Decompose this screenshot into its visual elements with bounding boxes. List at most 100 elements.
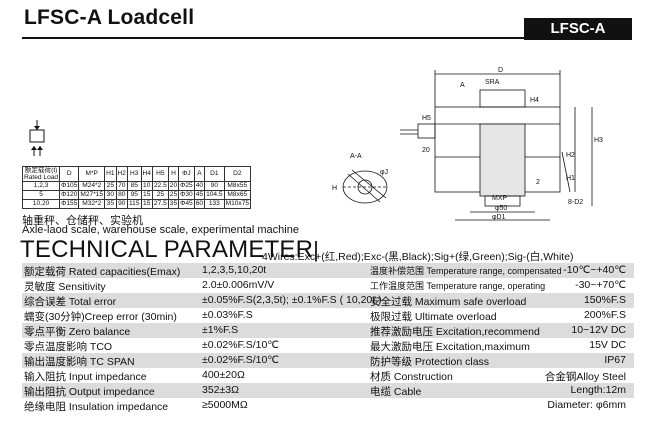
label-d: D — [498, 67, 503, 74]
load-direction-icon — [29, 120, 45, 156]
table-cell: M10x75 — [223, 199, 252, 209]
param-label: 温度补偿范围 Temperature range, compensated — [370, 264, 562, 277]
table-cell: Φ45 — [178, 199, 195, 209]
table-cell: 104.5 — [204, 190, 225, 200]
param-value: -30~+70℃ — [575, 279, 626, 291]
param-row: 综合误差 Total error ±0.05%F.S(2,3,5t); ±0.1… — [22, 293, 634, 308]
table-cell: 25 — [104, 181, 117, 191]
table-cell: 35 — [167, 199, 180, 209]
param-row: 额定载荷 Rated capacities(Emax) 1,2,3,5,10,2… — [22, 263, 634, 278]
param-value: ±0.02%F.S/10℃ — [202, 354, 280, 366]
col-header: H — [167, 166, 180, 182]
param-label: 综合误差 Total error — [24, 296, 117, 308]
param-row: 输出温度影响 TC SPAN ±0.02%F.S/10℃ 防护等级 Protec… — [22, 353, 634, 368]
load-header-cn: 额定载荷(t) — [24, 167, 58, 174]
table-cell: 1,2,3 — [21, 181, 61, 191]
table-cell: 30 — [104, 190, 117, 200]
param-label: 输入阻抗 Input impedance — [24, 371, 147, 383]
param-row: 输入阻抗 Input impedance 400±20Ω 材质 Construc… — [22, 368, 634, 383]
table-cell: Φ105 — [59, 181, 80, 191]
load-header-en: Rated Load — [24, 174, 59, 181]
table-cell: 115 — [127, 199, 142, 209]
table-cell: M32*2 — [78, 199, 106, 209]
param-value: 150%F.S — [583, 294, 626, 306]
table-cell: 10 — [140, 181, 153, 191]
dimension-table: 额定载荷(t) Rated Load D M*P H1 H2 H3 H4 H5 … — [21, 166, 252, 209]
param-value: ≥5000MΩ — [202, 399, 248, 411]
param-label: 极限过载 Ultimate overload — [370, 311, 497, 323]
table-cell: 90 — [115, 199, 129, 209]
param-label: 额定载荷 Rated capacities(Emax) — [24, 266, 181, 278]
param-label: 防护等级 Protection class — [370, 356, 490, 368]
param-label: 电缆 Cable — [370, 386, 422, 398]
param-value: ±0.05%F.S(2,3,5t); ±0.1%F.S ( 10,20t ) — [202, 294, 382, 306]
param-value: 1,2,3,5,10,20t — [202, 264, 267, 276]
param-row: 蠕变(30分钟)Creep error (30min) ±0.03%F.S 极限… — [22, 308, 634, 323]
table-cell: 5 — [21, 190, 61, 200]
param-label: 安全过载 Maximum safe overload — [370, 296, 527, 308]
table-cell: 80 — [115, 190, 129, 200]
param-label: 蠕变(30分钟)Creep error (30min) — [24, 311, 177, 323]
table-row: 5 Φ120 M27*15 30 80 95 15 25 25 Φ30 45 1… — [21, 190, 252, 200]
label-d50: φ50 — [495, 205, 507, 212]
label-d2: 8-D2 — [568, 199, 583, 206]
table-cell: 133 — [204, 199, 225, 209]
label-h2: H2 — [566, 152, 575, 159]
param-value: IP67 — [604, 354, 626, 366]
table-row: 1,2,3 Φ105 M24*2 25 70 85 10 22.5 20 Φ25… — [21, 181, 252, 191]
param-value: Diameter: φ6mm — [547, 399, 626, 411]
table-cell: 45 — [193, 190, 206, 200]
section-title: TECHNICAL PARAMETER| — [20, 236, 319, 264]
param-label: 零点平衡 Zero balance — [24, 326, 131, 338]
table-cell: 95 — [127, 190, 142, 200]
param-row: 灵敏度 Sensitivity 2.0±0.006mV/V 工作温度范围 Tem… — [22, 278, 634, 293]
table-cell: 40 — [193, 181, 206, 191]
wiring-note: 4Wires:Exc+(红,Red);Exc-(黑,Black);Sig+(绿,… — [262, 251, 574, 263]
section-title-text: TECHNICAL PARAMETER — [20, 236, 314, 263]
label-2: 2 — [536, 179, 540, 186]
param-value: 352±3Ω — [202, 384, 239, 396]
param-label: 绝缘电阻 Insulation impedance — [24, 401, 169, 413]
param-value: ±1%F.S — [202, 324, 239, 336]
table-cell: M8x65 — [223, 190, 252, 200]
col-header: H1 — [104, 166, 117, 182]
label-20: 20 — [422, 147, 430, 154]
table-cell: Φ120 — [59, 190, 80, 200]
param-label: 零点温度影响 TCO — [24, 341, 113, 353]
label-h3: H3 — [594, 137, 603, 144]
col-header: H2 — [115, 166, 129, 182]
col-header: H4 — [140, 166, 153, 182]
col-header: M*P — [78, 166, 106, 182]
param-label: 工作温度范围 Temperature range, operating — [370, 281, 546, 291]
col-header: D2 — [223, 166, 252, 182]
table-cell: M27*15 — [78, 190, 106, 200]
page-title: LFSC-A Loadcell — [24, 6, 195, 29]
param-row: 绝缘电阻 Insulation impedance ≥5000MΩ Diamet… — [22, 398, 634, 413]
col-header: H3 — [127, 166, 142, 182]
col-header: A — [193, 166, 206, 182]
section-title-bar: | — [313, 237, 320, 262]
technical-drawing: D SRA A H4 H5 20 H2 H3 H1 A-A φJ H MXP φ… — [332, 67, 603, 221]
param-value: ±0.03%F.S — [202, 309, 253, 321]
param-value: 2.0±0.006mV/V — [202, 279, 275, 291]
param-row: 输出阻抗 Output impedance 352±3Ω 电缆 Cable Le… — [22, 383, 634, 398]
table-cell: 15 — [140, 199, 153, 209]
application-caption-en: Axle-laod scale, warehouse scale, experi… — [22, 224, 299, 236]
table-cell: 20 — [167, 181, 180, 191]
param-value: 200%F.S — [583, 309, 626, 321]
param-label: 推荐激励电压 Excitation,recommend — [370, 326, 540, 338]
label-h1: H1 — [566, 175, 575, 182]
label-d1: φD1 — [492, 214, 506, 221]
param-label: 最大激励电压 Excitation,maximum — [370, 341, 530, 353]
label-j: φJ — [380, 169, 388, 176]
table-cell: 60 — [193, 199, 206, 209]
label-h5: H5 — [422, 115, 431, 122]
label-sra: SRA — [485, 79, 500, 86]
param-row: 零点平衡 Zero balance ±1%F.S 推荐激励电压 Excitati… — [22, 323, 634, 338]
table-cell: 90 — [204, 181, 225, 191]
table-cell: 10,20 — [21, 199, 61, 209]
table-row: 10,20 Φ155 M32*2 35 90 115 15 27.5 35 Φ4… — [21, 199, 252, 209]
table-cell: 35 — [104, 199, 117, 209]
param-value: Length:12m — [570, 384, 626, 396]
col-header: H5 — [151, 166, 169, 182]
